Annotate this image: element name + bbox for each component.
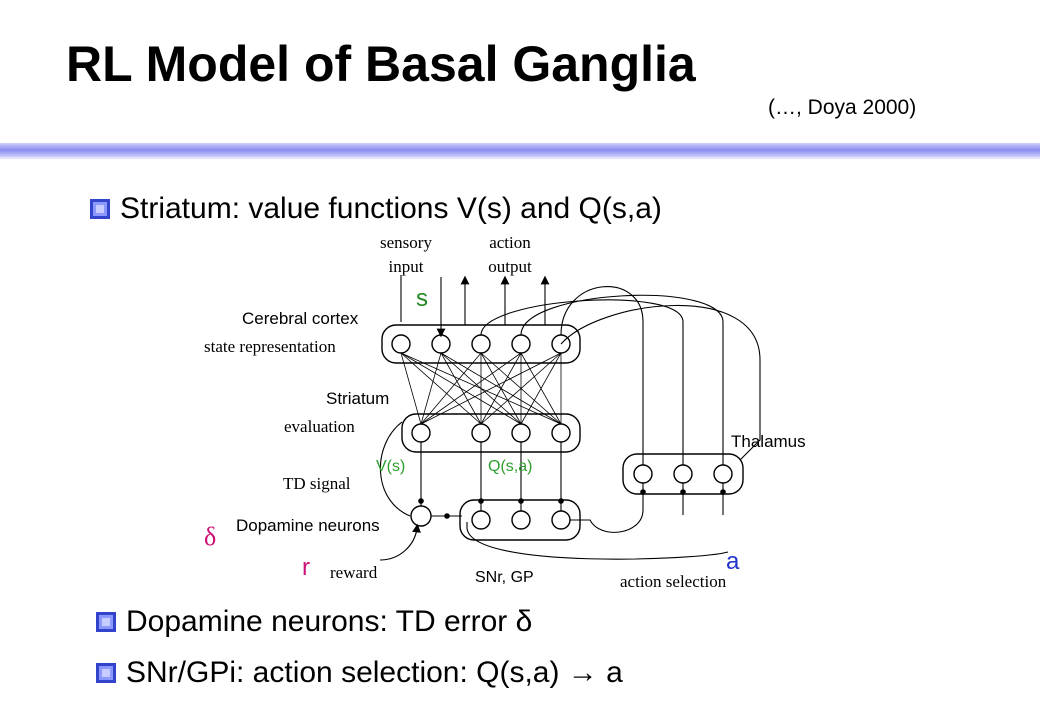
cortex-neuron [471, 334, 491, 354]
title-rule [0, 143, 1040, 159]
striatum-box [401, 413, 581, 453]
striatum-neuron [471, 423, 491, 443]
cortex-neuron [511, 334, 531, 354]
cortex-label: Cerebral cortex [242, 309, 359, 328]
action-a-label: a [726, 548, 740, 575]
thalamus-label: Thalamus [731, 432, 806, 451]
qsa-label: Q(s,a) [488, 458, 532, 475]
action-output-label-line-2: output [488, 257, 532, 276]
evaluation-label: evaluation [284, 417, 355, 436]
striatum-neuron [551, 423, 571, 443]
bullet-text: Dopamine neurons: TD error δ [126, 605, 533, 638]
thalamus-neuron [713, 464, 733, 484]
sensory-input-label-line-1: sensory [380, 233, 432, 252]
snr-gp-label: SNr, GP [475, 569, 534, 586]
state-s-label: s [416, 285, 428, 312]
bullet-striatum: Striatum: value functions V(s) and Q(s,a… [90, 191, 662, 227]
citation: (…, Doya 2000) [768, 96, 917, 119]
reward-r-label: r [302, 554, 310, 581]
snr-neuron [551, 510, 571, 530]
snr-gp-layer [459, 499, 581, 541]
td-signal-label: TD signal [283, 474, 351, 493]
dopamine-neurons-label: Dopamine neurons [236, 516, 380, 535]
thalamus-neuron [673, 464, 693, 484]
vs-label: V(s) [376, 458, 405, 475]
cortex-striatum-connections [400, 352, 562, 425]
striatum-neuron [411, 423, 431, 443]
square-bullet-icon [96, 663, 116, 683]
striatum-label: Striatum [326, 389, 389, 408]
bullet-snr-gpi: SNr/GPi: action selection: Q(s,a) → a [96, 655, 623, 691]
snr-neuron [471, 510, 491, 530]
state-representation-label: state representation [204, 337, 336, 356]
delta-label: δ [204, 522, 216, 551]
snr-neuron [511, 510, 531, 530]
snr-box [459, 499, 581, 541]
slide-title: RL Model of Basal Ganglia [66, 36, 696, 92]
diagram-labels: sensory input action output s Cerebral c… [204, 233, 806, 591]
action-output-label-line-1: action [489, 233, 531, 252]
square-bullet-icon [96, 612, 116, 632]
bullet-text: SNr/GPi: action selection: Q(s,a) → a [126, 656, 623, 689]
action-selection-label: action selection [620, 572, 727, 591]
bullet-dopamine: Dopamine neurons: TD error δ [96, 604, 533, 640]
cortex-neuron [431, 334, 451, 354]
sensory-input-label-line-2: input [389, 257, 424, 276]
thalamus-neuron [633, 464, 653, 484]
square-bullet-icon [90, 199, 110, 219]
reward-label: reward [330, 563, 378, 582]
striatum-neuron [511, 423, 531, 443]
bullet-text: Striatum: value functions V(s) and Q(s,a… [120, 192, 662, 225]
cortex-neuron [391, 334, 411, 354]
dopamine-neuron [410, 505, 432, 527]
connection-dots [418, 489, 726, 519]
